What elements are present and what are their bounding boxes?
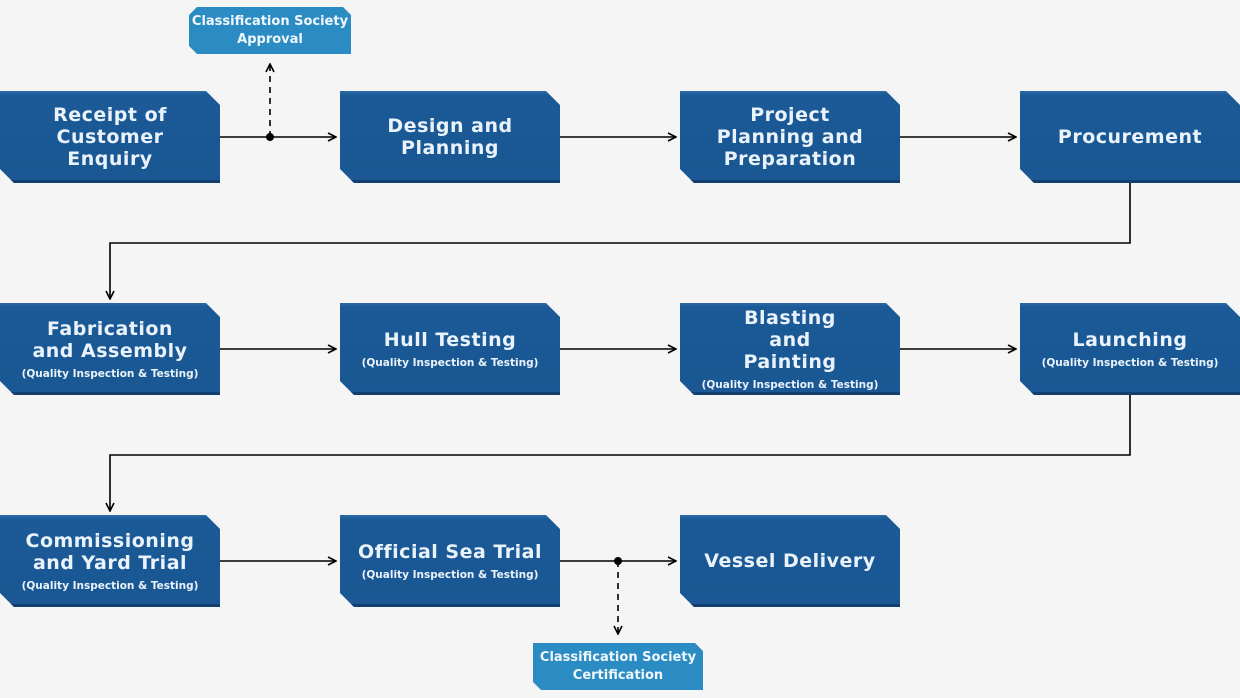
junction-dot [266, 133, 274, 141]
note-classification-certification: Classification Society Certification [533, 643, 703, 690]
step-hull-testing: Hull Testing(Quality Inspection & Testin… [340, 303, 560, 395]
note-classification-approval: Classification Society Approval [189, 7, 351, 54]
step-official-sea-trial: Official Sea Trial(Quality Inspection & … [340, 515, 560, 607]
step-design-planning: Design and Planning [340, 91, 560, 183]
step-project-planning: Project Planning and Preparation [680, 91, 900, 183]
step-commissioning-yard-trial: Commissioning and Yard Trial(Quality Ins… [0, 515, 220, 607]
step-launching: Launching(Quality Inspection & Testing) [1020, 303, 1240, 395]
step-blasting-painting: Blasting and Painting(Quality Inspection… [680, 303, 900, 395]
step-procurement: Procurement [1020, 91, 1240, 183]
step-vessel-delivery: Vessel Delivery [680, 515, 900, 607]
arrow-8-9 [110, 395, 1131, 511]
step-receipt-of-enquiry: Receipt of Customer Enquiry [0, 91, 220, 183]
step-fabrication-assembly: Fabrication and Assembly(Quality Inspect… [0, 303, 220, 395]
junction-dot [614, 557, 622, 565]
arrow-4-5 [110, 183, 1131, 299]
